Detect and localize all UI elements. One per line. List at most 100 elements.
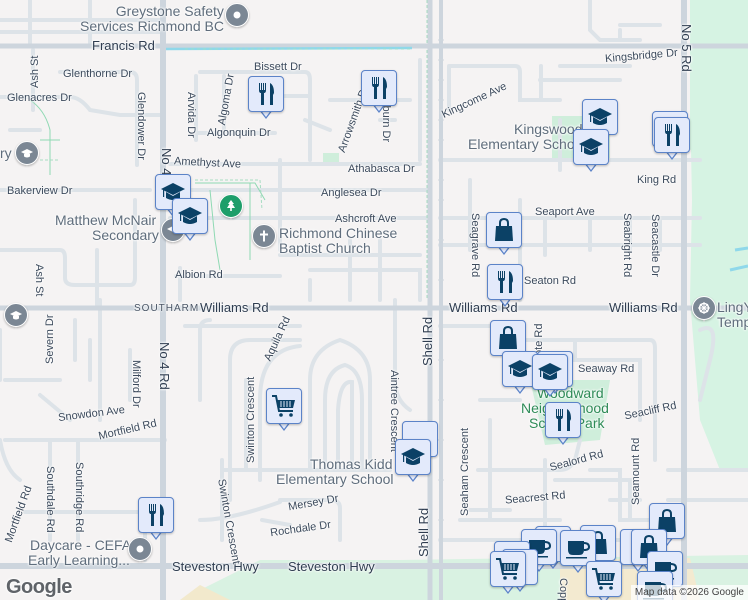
marker-restaurant[interactable] <box>654 117 690 161</box>
fork-knife-icon <box>498 271 513 293</box>
road-label-ashcroft: Ashcroft Ave <box>335 213 397 225</box>
fork-knife-icon <box>556 409 571 431</box>
road-label-athabasca: Athabasca Dr <box>348 163 415 175</box>
marker-restaurant[interactable] <box>248 76 284 120</box>
road-label-anglesea: Anglesea Dr <box>321 187 382 199</box>
graduation-cap-icon <box>4 303 28 327</box>
marker-restaurant[interactable] <box>545 402 581 446</box>
marker-school[interactable] <box>172 198 208 242</box>
road-label-bissett: Bissett Dr <box>254 61 302 73</box>
poi-label-greystone[interactable]: Greystone Safety Services Richmond BC <box>80 3 224 34</box>
graduation-cap-icon <box>15 141 39 165</box>
road-label-steveston-west: Steveston Hwy <box>172 559 259 574</box>
marker-shopping[interactable] <box>649 503 685 547</box>
shopping-bag-icon <box>499 325 517 349</box>
road-label-milford: Milford Dr <box>130 360 142 408</box>
shopping-cart-icon <box>592 568 615 590</box>
poi-pin-school-west[interactable] <box>4 303 28 331</box>
shopping-bag-icon <box>658 508 676 532</box>
poi-label-kingswood-1[interactable]: Kingswood <box>514 121 583 137</box>
road-label-steveston-east: Steveston Hwy <box>288 559 375 574</box>
road-label-ash-south: Ash St <box>33 264 45 297</box>
shopping-cart-icon <box>496 558 519 580</box>
poi-label-library-partial[interactable]: ry <box>0 145 12 161</box>
poi-label-thomas-kidd-1[interactable]: Thomas Kidd <box>310 456 393 472</box>
fork-knife-icon <box>259 83 274 105</box>
road-label-seamount: Seamount Rd <box>630 437 642 505</box>
poi-pin-greystone[interactable] <box>225 3 249 31</box>
marker-grocery[interactable] <box>266 388 302 432</box>
road-label-seagrave: Seagrave Rd <box>469 213 481 278</box>
road-label-seabright: Seabright Rd <box>621 213 633 278</box>
road-label-algonquin: Algonquin Dr <box>207 127 271 139</box>
road-label-seaham: Seaham Crescent <box>459 427 471 516</box>
road-label-francis: Francis Rd <box>92 38 155 53</box>
road-label-southridge: Southridge Rd <box>73 462 85 533</box>
tree-icon <box>219 194 243 218</box>
road-label-glenacres: Glenacres Dr <box>7 92 72 104</box>
marker-shopping[interactable] <box>486 212 522 256</box>
poi-label-lingyen-2[interactable]: Temple <box>717 314 748 330</box>
poi-pin-baptist-church[interactable] <box>252 224 276 252</box>
poi-label-kingswood-2[interactable]: Elementary School <box>468 136 586 152</box>
graduation-cap-icon <box>401 448 425 465</box>
road-label-shell-north: Shell Rd <box>420 316 435 366</box>
poi-pin-lingyen-temple[interactable] <box>692 296 716 324</box>
road-label-seaport: Seaport Ave <box>535 206 595 218</box>
shopping-cart-icon <box>272 395 295 417</box>
poi-label-baptist-2[interactable]: Baptist Church <box>279 240 371 256</box>
generic-place-icon <box>225 3 249 27</box>
road-label-swinton-north: Swinton Crescent <box>245 376 257 463</box>
graduation-cap-icon <box>588 108 612 125</box>
road-label-bakerview: Bakerview Dr <box>7 185 73 197</box>
generic-place-icon <box>128 537 152 561</box>
poi-label-lingyen-1[interactable]: LingYen <box>717 299 748 315</box>
fork-knife-icon <box>149 504 164 526</box>
road-label-glenthorne: Glenthorne Dr <box>63 68 133 80</box>
poi-label-baptist-1[interactable]: Richmond Chinese <box>279 225 398 241</box>
cross-icon <box>252 224 276 248</box>
road-label-no5: No 5 Rd <box>679 24 694 72</box>
road-label-seaton: Seaton Rd <box>524 275 576 287</box>
graduation-cap-icon <box>579 138 603 155</box>
coffee-cup-icon <box>566 541 591 559</box>
poi-label-daycare-2[interactable]: Early Learning... <box>28 552 130 568</box>
graduation-cap-icon <box>178 207 202 224</box>
google-logo[interactable]: Google <box>6 576 72 598</box>
marker-grocery[interactable] <box>586 561 622 600</box>
marker-restaurant[interactable] <box>138 497 174 541</box>
poi-pin-library-school[interactable] <box>15 141 39 169</box>
marker-cafe[interactable] <box>560 530 596 574</box>
poi-label-thomas-kidd-2[interactable]: Elementary School <box>276 471 394 487</box>
marker-school[interactable] <box>532 354 568 398</box>
map-attribution[interactable]: Map data ©2026 Google <box>630 585 748 600</box>
dharma-wheel-icon <box>692 296 716 320</box>
poi-pin-daycare[interactable] <box>128 537 152 565</box>
road-label-seacastle: Seacastle Dr <box>649 214 661 277</box>
fork-knife-icon <box>665 124 680 146</box>
graduation-cap-icon <box>508 360 532 377</box>
road-label-glendower: Glendower Dr <box>135 92 147 160</box>
road-label-king: King Rd <box>637 174 677 186</box>
road-label-ash-north: Ash St <box>29 55 41 88</box>
marker-grocery[interactable] <box>490 551 526 595</box>
area-label-southarm: SOUTHARM <box>134 303 200 314</box>
marker-restaurant[interactable] <box>487 264 523 308</box>
shopping-bag-icon <box>495 217 513 241</box>
fork-knife-icon <box>372 77 387 99</box>
marker-school[interactable] <box>395 439 431 483</box>
road-label-williams-west: Williams Rd <box>200 300 269 315</box>
poi-label-mcnair-2[interactable]: Secondary <box>92 227 159 243</box>
road-label-southdale: Southdale Rd <box>44 466 56 533</box>
road-label-arvida: Arvida Dr <box>185 92 197 138</box>
poi-pin-park[interactable] <box>219 194 243 222</box>
marker-restaurant[interactable] <box>361 70 397 114</box>
poi-label-mcnair-1[interactable]: Matthew McNair <box>55 212 157 228</box>
road-label-williams-east: Williams Rd <box>609 300 678 315</box>
road-label-seaway: Seaway Rd <box>578 363 635 375</box>
poi-label-daycare-1[interactable]: Daycare - CEFA <box>30 537 132 553</box>
graduation-cap-icon <box>538 363 562 380</box>
marker-school[interactable] <box>573 129 609 173</box>
road-label-no4-south: No 4 Rd <box>157 342 172 390</box>
